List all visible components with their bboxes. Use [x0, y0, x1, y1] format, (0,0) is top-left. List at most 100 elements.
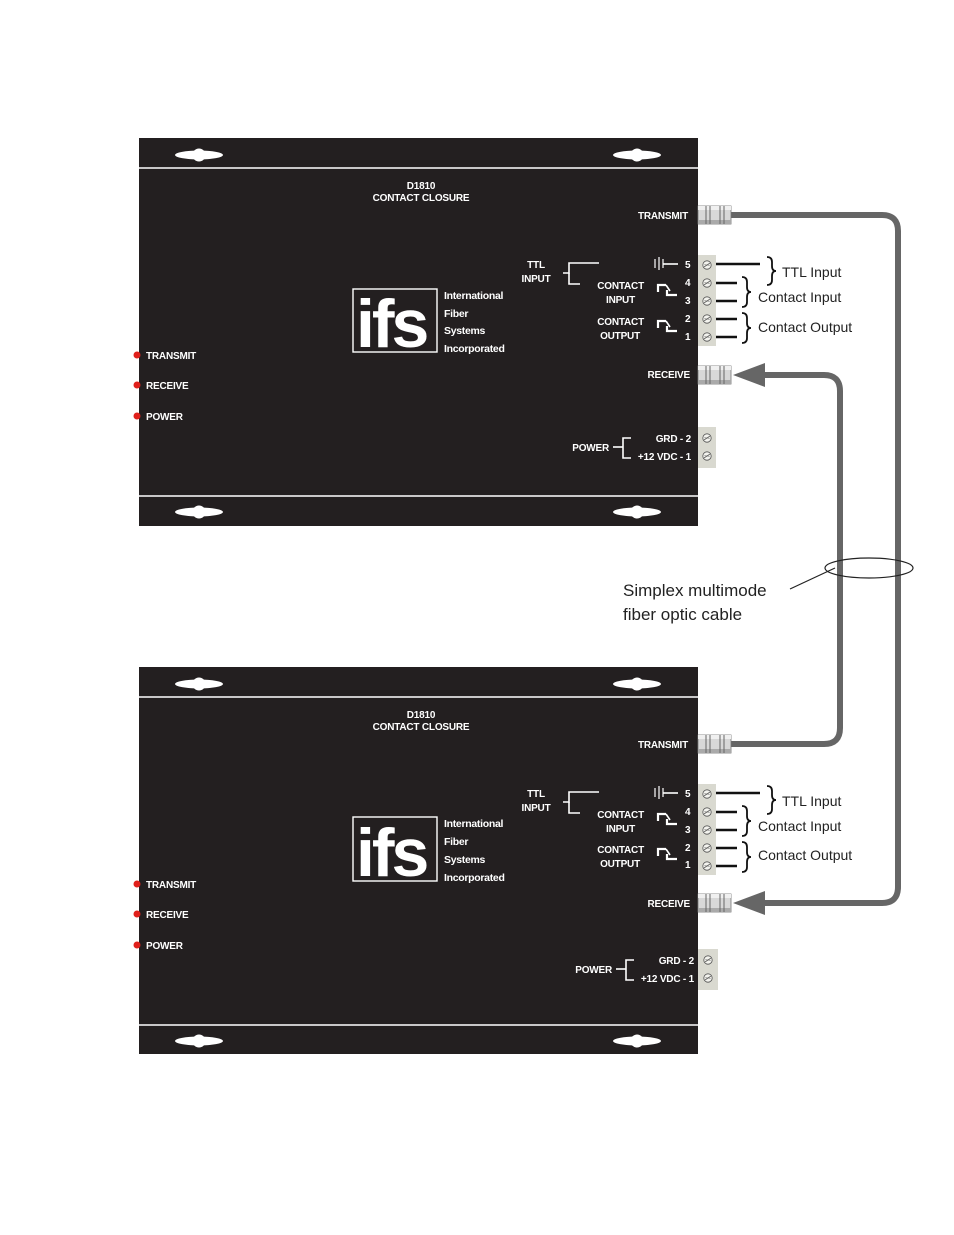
led-transmit-label: TRANSMIT [146, 351, 196, 362]
cable-caption-line1: Simplex multimode [623, 581, 767, 600]
ttl-label: TTL [527, 260, 545, 271]
terminal-screw [702, 296, 712, 306]
led-indicator [133, 941, 141, 949]
callout-contact-output: Contact Output [758, 319, 852, 335]
unit-bottom: D1810 CONTACT CLOSURE ifs International … [133, 667, 852, 1054]
brace-contact-input [741, 805, 752, 837]
contact-output-label: CONTACT [597, 845, 644, 856]
brace-contact-output [741, 312, 752, 344]
unit-top: D1810 CONTACT CLOSURE ifs International … [133, 138, 852, 526]
receive-port-label: RECEIVE [647, 370, 690, 381]
led-receive-label: RECEIVE [146, 381, 189, 392]
terminal-screw [702, 332, 712, 342]
contact-output-label: CONTACT [597, 317, 644, 328]
terminal-screw [702, 807, 712, 817]
terminal-screw [702, 278, 712, 288]
pin-number: 3 [685, 296, 691, 307]
transmit-port-label: TRANSMIT [638, 740, 688, 751]
cable-bundle-marker [824, 557, 914, 579]
pin-number: 4 [685, 278, 691, 289]
logo-line: Incorporated [444, 872, 505, 884]
brace-ttl [766, 256, 777, 286]
terminal-screw [702, 825, 712, 835]
ttl-label: INPUT [521, 274, 550, 285]
cable-leader-line [789, 567, 836, 590]
brace-contact-input [741, 276, 752, 308]
brace-contact-output [741, 841, 752, 873]
transmit-connector [697, 205, 732, 225]
isolation-symbol [654, 786, 678, 799]
fiber-cable [731, 212, 914, 915]
unit-panel [139, 667, 698, 1054]
contact-output-label: OUTPUT [600, 331, 640, 342]
logo-line: International [444, 290, 503, 302]
terminal-screw [702, 789, 712, 799]
power-terminal-block [698, 427, 716, 468]
pin-number: 1 [685, 860, 691, 871]
led-indicator [133, 381, 141, 389]
pin-number: 3 [685, 825, 691, 836]
pin-number: 5 [685, 260, 691, 271]
logo-line: Incorporated [444, 343, 505, 355]
ttl-label: INPUT [521, 803, 550, 814]
callout-contact-output: Contact Output [758, 847, 852, 863]
unit-panel [139, 138, 698, 526]
terminal-screw [703, 955, 713, 965]
callout-contact-input: Contact Input [758, 289, 841, 305]
arrow-head-top-receive [733, 363, 765, 387]
led-power-label: POWER [146, 412, 184, 423]
vdc-label: +12 VDC - 1 [641, 974, 695, 985]
pin-number: 5 [685, 789, 691, 800]
callout-contact-input: Contact Input [758, 818, 841, 834]
led-receive-label: RECEIVE [146, 910, 189, 921]
model-label: D1810 [407, 710, 436, 721]
logo-line: International [444, 818, 503, 830]
transmit-port-label: TRANSMIT [638, 211, 688, 222]
ttl-label: TTL [527, 789, 545, 800]
led-indicator [133, 880, 141, 888]
ifs-logo: ifs [356, 286, 428, 362]
power-label: POWER [572, 443, 610, 454]
grd-label: GRD - 2 [659, 956, 695, 967]
terminal-screw [702, 433, 712, 443]
logo-line: Systems [444, 854, 486, 866]
logo-box [352, 288, 438, 353]
product-title: CONTACT CLOSURE [373, 193, 470, 204]
vdc-label: +12 VDC - 1 [638, 452, 692, 463]
terminal-screw [702, 451, 712, 461]
brace-ttl [766, 785, 777, 815]
grd-label: GRD - 2 [656, 434, 692, 445]
contact-output-label: OUTPUT [600, 859, 640, 870]
callout-ttl-input: TTL Input [782, 264, 842, 280]
model-label: D1810 [407, 181, 436, 192]
logo-line: Fiber [444, 308, 468, 320]
ifs-logo: ifs [356, 815, 428, 891]
terminal-screw [702, 260, 712, 270]
pin-number: 1 [685, 332, 691, 343]
led-indicator [133, 910, 141, 918]
callout-ttl-input: TTL Input [782, 793, 842, 809]
logo-line: Fiber [444, 836, 468, 848]
terminal-screw [703, 973, 713, 983]
logo-box [352, 816, 438, 882]
receive-port-label: RECEIVE [647, 899, 690, 910]
logo-line: Systems [444, 325, 486, 337]
transmit-connector [697, 734, 732, 754]
contact-input-label: INPUT [606, 295, 635, 306]
pin-number: 2 [685, 843, 691, 854]
contact-input-label: INPUT [606, 824, 635, 835]
cable-caption-line2: fiber optic cable [623, 605, 742, 624]
contact-input-label: CONTACT [597, 810, 644, 821]
receive-connector [697, 893, 732, 913]
pin-number: 2 [685, 314, 691, 325]
receive-connector [697, 365, 732, 385]
terminal-screw [702, 314, 712, 324]
power-label: POWER [575, 965, 613, 976]
led-power-label: POWER [146, 941, 184, 952]
power-terminal-block [698, 949, 718, 990]
contact-input-label: CONTACT [597, 281, 644, 292]
led-indicator [133, 351, 141, 359]
pin-number: 4 [685, 807, 691, 818]
led-indicator [133, 412, 141, 420]
